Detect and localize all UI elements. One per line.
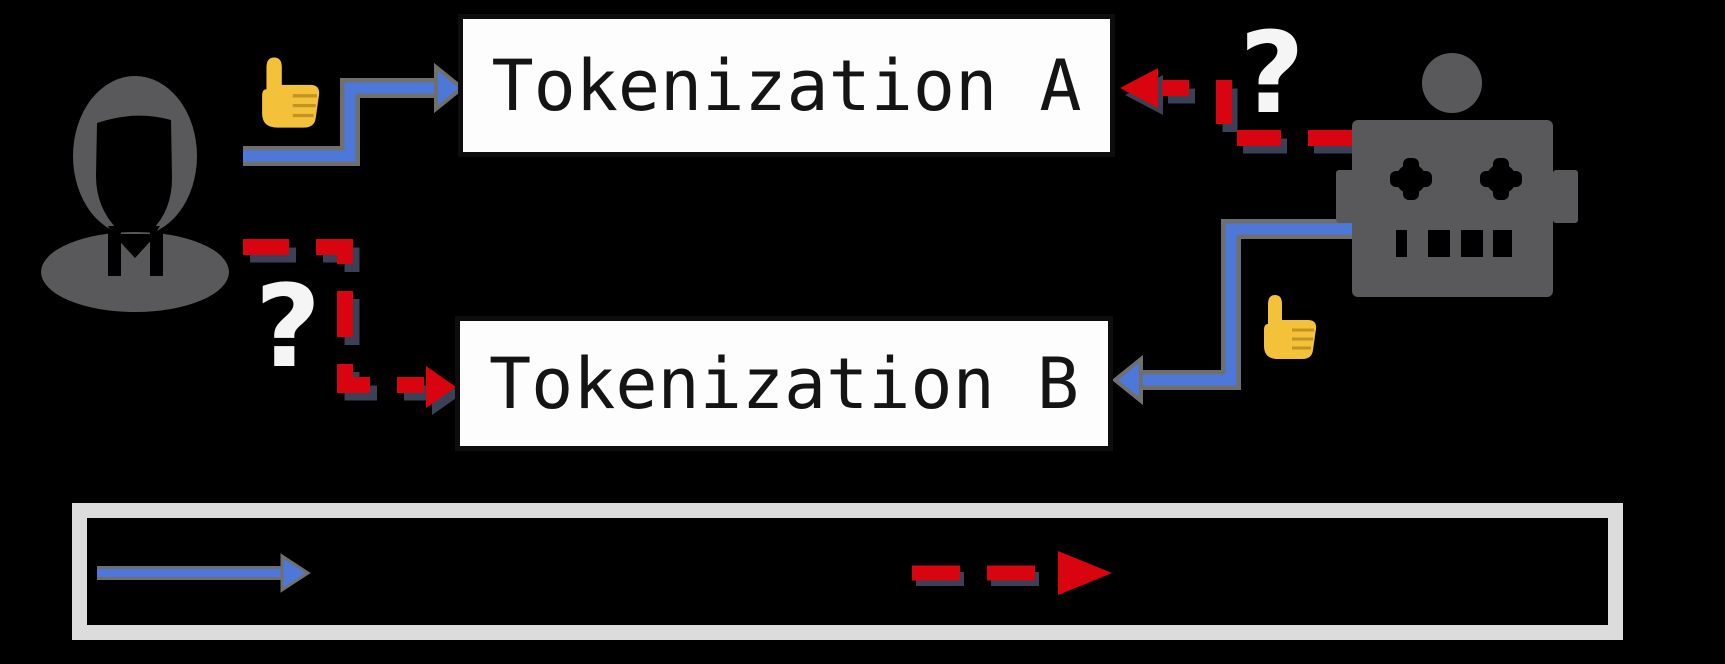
tokenization-b-label: Tokenization B [488, 342, 1079, 425]
robot-mouth-icon [1396, 230, 1512, 257]
question-mark: ? [254, 260, 322, 393]
tokenization-a-label: Tokenization A [491, 44, 1082, 127]
question-mark: ? [1239, 9, 1305, 139]
robot-icon [1334, 38, 1580, 304]
legend-box [72, 503, 1623, 640]
tokenization-a-box: Tokenization A [458, 14, 1115, 157]
person-icon [38, 68, 232, 315]
thumbs-up-icon [1244, 290, 1324, 374]
tokenization-b-box: Tokenization B [455, 316, 1113, 451]
robot-eyes-icon [1390, 158, 1522, 200]
thumbs-up-icon [240, 52, 328, 144]
